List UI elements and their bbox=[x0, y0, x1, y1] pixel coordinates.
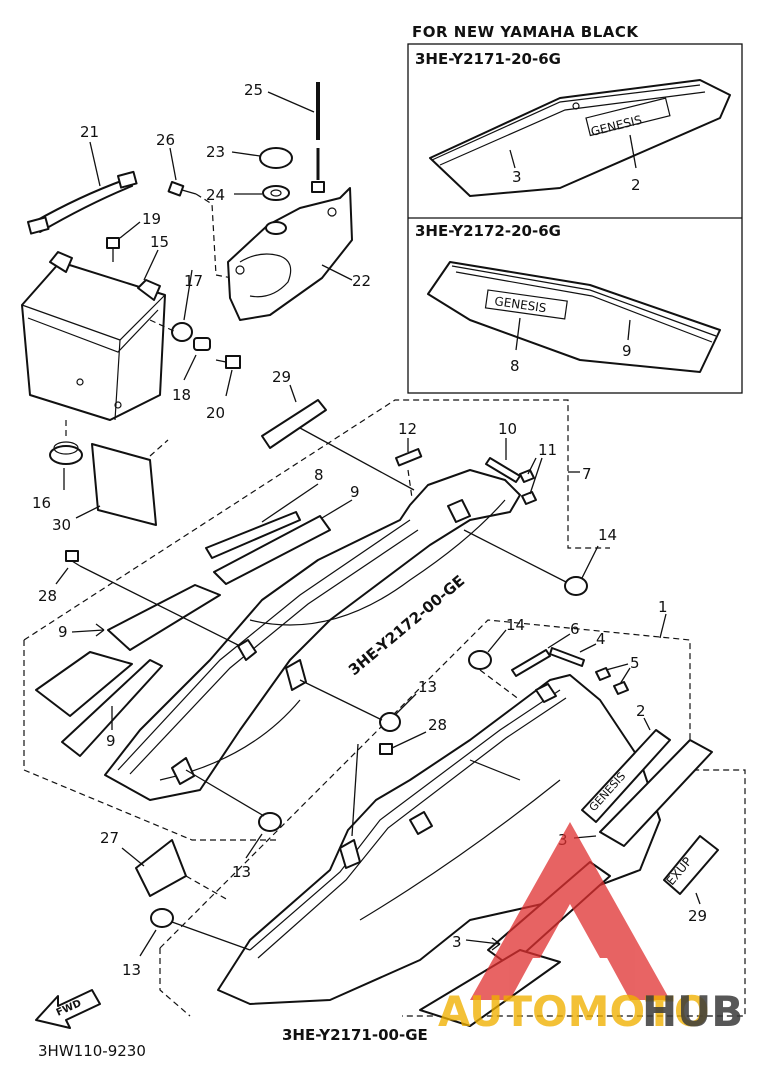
reservoir-group: 25 23 24 26 22 17 18 bbox=[149, 81, 371, 422]
damper-16-icon bbox=[49, 445, 83, 465]
stripe-9-b bbox=[107, 584, 221, 651]
right-side-cover bbox=[104, 469, 521, 801]
callout-23: 23 bbox=[206, 143, 225, 161]
fwd-arrow-icon bbox=[35, 989, 101, 1029]
inset-box: FOR NEW YAMAHA BLACK 3HE-Y2171-20-6G 3HE… bbox=[407, 23, 743, 394]
callout-11: 11 bbox=[538, 441, 557, 459]
reservoir-22 bbox=[227, 187, 353, 321]
callout-19: 19 bbox=[142, 210, 161, 228]
callout-17: 17 bbox=[184, 272, 203, 290]
inset-callout-9: 9 bbox=[622, 342, 632, 360]
watermark-triangle-icon bbox=[470, 822, 670, 1000]
cap-23-icon bbox=[259, 147, 293, 169]
callout-21: 21 bbox=[80, 123, 99, 141]
watermark-part2: HUB bbox=[642, 987, 743, 1036]
callout-22: 22 bbox=[352, 272, 371, 290]
left-cover-group: 1 3HE-Y2171-00-GE 14 6 4 5 13 bbox=[100, 598, 746, 1044]
grommet-13-c-icon bbox=[150, 908, 174, 928]
callout-25: 25 bbox=[244, 81, 263, 99]
callout-26: 26 bbox=[156, 131, 175, 149]
inset-bottom-code: 3HE-Y2172-20-6G bbox=[415, 222, 561, 240]
inset-title: FOR NEW YAMAHA BLACK bbox=[412, 23, 639, 41]
callout-27: 27 bbox=[100, 829, 119, 847]
grommet-14-bottom-icon bbox=[468, 650, 492, 670]
stripe-9-c bbox=[35, 651, 133, 717]
callout-14-bottom: 14 bbox=[506, 616, 525, 634]
callout-1: 1 bbox=[658, 598, 668, 616]
callout-14-top: 14 bbox=[598, 526, 617, 544]
callout-10: 10 bbox=[498, 420, 517, 438]
battery-group: 21 15 19 16 30 bbox=[21, 123, 169, 534]
clip-4-icon bbox=[549, 647, 585, 667]
battery-band bbox=[33, 179, 133, 233]
fwd-arrow: FWD bbox=[35, 989, 101, 1029]
pad-30 bbox=[91, 443, 157, 526]
callout-16: 16 bbox=[32, 494, 51, 512]
bolt-20-icon bbox=[225, 355, 241, 369]
inset-emblem-bottom-icon bbox=[484, 289, 568, 320]
callout-13-c: 13 bbox=[122, 961, 141, 979]
clip-5a-icon bbox=[595, 667, 611, 681]
callout-15: 15 bbox=[150, 233, 169, 251]
clip-10-icon bbox=[485, 457, 521, 483]
clip-6-icon bbox=[511, 649, 551, 677]
bolt-28-top-icon bbox=[65, 550, 79, 562]
exup-emblem-top bbox=[261, 399, 327, 449]
callout-7: 7 bbox=[582, 465, 592, 483]
clip-11b-icon bbox=[521, 491, 537, 505]
collar-18-icon bbox=[193, 337, 211, 351]
bolt-28-bottom-icon bbox=[379, 743, 393, 755]
stripe-9-a bbox=[213, 515, 331, 585]
callout-29-top: 29 bbox=[272, 368, 291, 386]
grommet-14-top-icon bbox=[564, 576, 588, 596]
inset-callout-3: 3 bbox=[512, 168, 522, 186]
callout-28-bottom: 28 bbox=[428, 716, 447, 734]
callout-28-top: 28 bbox=[38, 587, 57, 605]
callout-13-a: 13 bbox=[418, 678, 437, 696]
inset-emblem-top-icon bbox=[585, 97, 671, 137]
clip-12-icon bbox=[394, 448, 423, 467]
stripe-8 bbox=[205, 511, 301, 559]
callout-8: 8 bbox=[314, 466, 324, 484]
callout-24: 24 bbox=[206, 186, 225, 204]
stripe-3-a bbox=[599, 739, 713, 847]
callout-20: 20 bbox=[206, 404, 225, 422]
bolt-19-icon bbox=[106, 237, 120, 249]
sticker-27 bbox=[135, 839, 187, 897]
watermark: AUTOMOTO HUB bbox=[438, 822, 743, 1036]
callout-9-c: 9 bbox=[106, 732, 116, 750]
inset-right-cover bbox=[427, 261, 721, 373]
inset-left-cover bbox=[429, 79, 731, 197]
callout-13-b: 13 bbox=[232, 863, 251, 881]
grommet-13-b-icon bbox=[258, 812, 282, 832]
bolt-26-icon bbox=[167, 181, 185, 197]
callout-30: 30 bbox=[52, 516, 71, 534]
callout-9-b: 9 bbox=[58, 623, 68, 641]
genesis-emblem bbox=[581, 729, 671, 823]
callout-18: 18 bbox=[172, 386, 191, 404]
diagram-id: 3HW110-9230 bbox=[38, 1042, 146, 1060]
inset-top-code: 3HE-Y2171-20-6G bbox=[415, 50, 561, 68]
watermark-part1: AUTOMOTO bbox=[438, 987, 710, 1036]
callout-9-a: 9 bbox=[350, 483, 360, 501]
clip-5b-icon bbox=[613, 681, 629, 695]
washer-24-icon bbox=[262, 185, 290, 201]
callout-6: 6 bbox=[570, 620, 580, 638]
callout-29-bottom: 29 bbox=[688, 907, 707, 925]
inset-callout-2: 2 bbox=[631, 176, 641, 194]
callout-4: 4 bbox=[596, 630, 606, 648]
callout-12: 12 bbox=[398, 420, 417, 438]
exup-emblem-bottom bbox=[663, 835, 719, 895]
left-cover-code: 3HE-Y2171-00-GE bbox=[282, 1026, 428, 1044]
callout-3-b: 3 bbox=[452, 933, 462, 951]
grommet-17-icon bbox=[171, 322, 193, 342]
callout-2: 2 bbox=[636, 702, 646, 720]
clip-11a-icon bbox=[519, 469, 535, 483]
inset-callout-8: 8 bbox=[510, 357, 520, 375]
callout-5: 5 bbox=[630, 654, 640, 672]
grommet-13-a-icon bbox=[379, 712, 401, 732]
